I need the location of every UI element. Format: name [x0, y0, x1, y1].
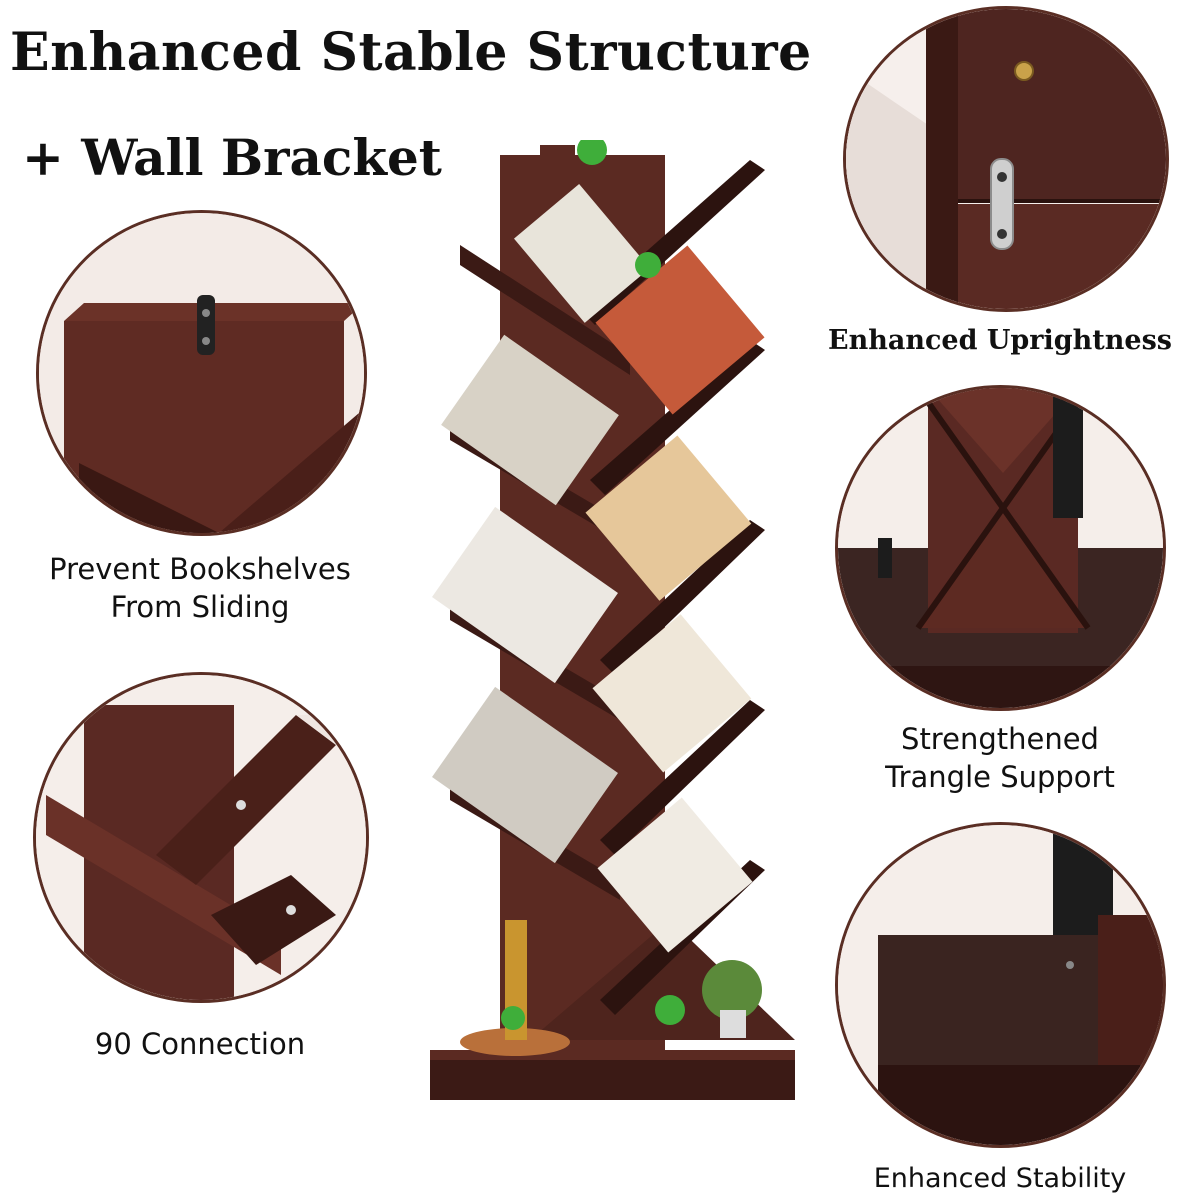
detail-circle-triangle	[835, 385, 1166, 711]
caption-sliding-line1: Prevent Bookshelves	[49, 552, 351, 586]
headline: Enhanced Stable Structure	[10, 22, 812, 83]
wall-bracket-photo	[39, 213, 364, 533]
detail-circle-connection	[33, 672, 369, 1003]
connection-photo	[36, 675, 366, 1000]
tree-bookshelf	[430, 140, 795, 1100]
detail-circle-sliding	[36, 210, 367, 536]
detail-circle-stability	[835, 822, 1166, 1148]
triangle-support-photo	[838, 388, 1163, 708]
caption-triangle: Strengthened Trangle Support	[810, 720, 1190, 796]
subheadline: + Wall Bracket	[22, 128, 442, 187]
caption-sliding-line2: From Sliding	[110, 590, 290, 624]
detail-circle-uprightness	[843, 6, 1169, 312]
uprightness-photo	[846, 9, 1166, 309]
stability-photo	[838, 825, 1163, 1145]
caption-sliding: Prevent Bookshelves From Sliding	[10, 550, 390, 626]
caption-triangle-line1: Strengthened	[901, 722, 1099, 756]
bookshelf-illustration	[420, 140, 810, 1100]
caption-connection: 90 Connection	[94, 1027, 306, 1061]
caption-triangle-line2: Trangle Support	[885, 760, 1115, 794]
caption-stability: Enhanced Stability	[873, 1163, 1127, 1194]
caption-uprightness: Enhanced Uprightness	[828, 325, 1172, 356]
